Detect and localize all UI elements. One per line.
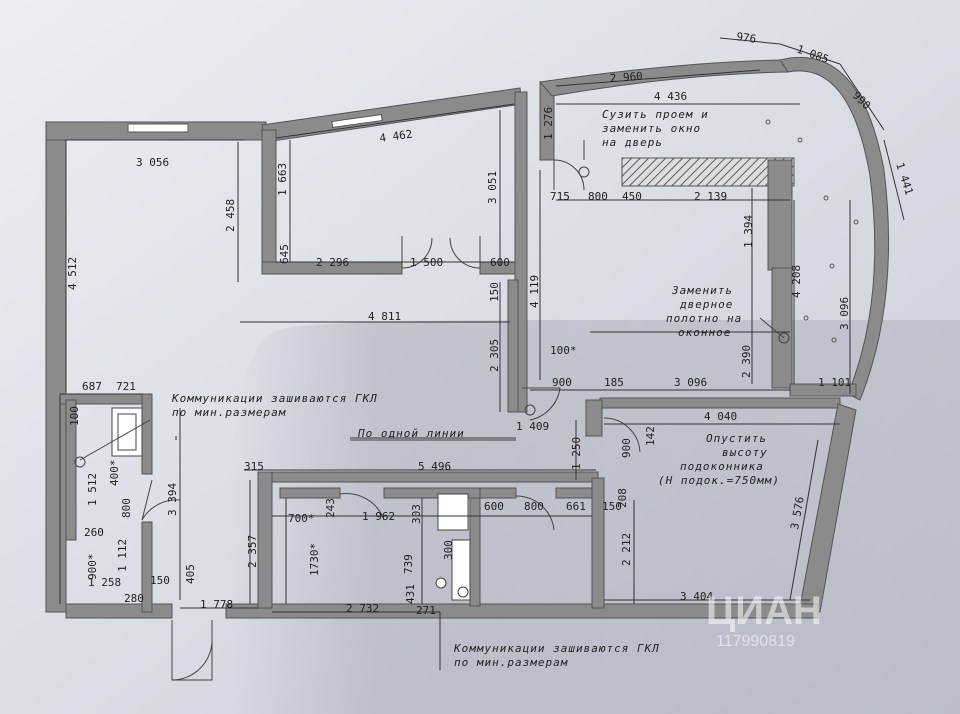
dim-185: 185 xyxy=(604,376,624,389)
dim-600a: 600 xyxy=(490,256,510,269)
dim-150b: 150 xyxy=(602,500,622,513)
dim-2357: 2 357 xyxy=(246,535,259,568)
leader-lines xyxy=(79,140,785,461)
dim-600b: 600 xyxy=(484,500,504,513)
wall-markers xyxy=(765,119,859,343)
note-narrow-opening-line2: заменить окно xyxy=(602,122,701,135)
dim-431: 431 xyxy=(404,584,417,604)
dim-2732: 2 732 xyxy=(346,602,379,615)
dim-800b: 800 xyxy=(120,498,133,518)
note-replace-door-line1: Заменить xyxy=(671,284,733,297)
walls xyxy=(45,56,890,619)
dim-2305: 2 305 xyxy=(488,339,501,372)
dim-976: 976 xyxy=(736,30,757,46)
dim-303: 303 xyxy=(410,504,423,524)
dim-450: 450 xyxy=(622,190,642,203)
dim-4512: 4 512 xyxy=(66,257,79,290)
dim-900a: 900 xyxy=(552,376,572,389)
dim-1409: 1 409 xyxy=(516,420,549,433)
dim-1962: 1 962 xyxy=(362,510,395,523)
dimension-lines xyxy=(59,37,905,670)
doors xyxy=(74,159,790,681)
dim-1112: 1 112 xyxy=(116,539,129,572)
dim-4462: 4 462 xyxy=(379,127,414,144)
dim-150c: 150 xyxy=(150,574,170,587)
dim-208: 208 xyxy=(616,488,629,508)
dim-1500: 1 500 xyxy=(410,256,443,269)
dim-5496: 5 496 xyxy=(418,460,451,473)
dim-721: 721 xyxy=(116,380,136,393)
dim-715: 715 xyxy=(550,190,570,203)
dim-2390: 2 390 xyxy=(740,345,753,378)
dim-2458: 2 458 xyxy=(224,199,237,232)
dim-1276: 1 276 xyxy=(542,107,555,140)
notes: Сузить проем и заменить окно на дверь За… xyxy=(171,108,780,669)
note-lower-sill-line3: подоконника xyxy=(680,460,764,473)
dim-3096a: 3 096 xyxy=(838,297,851,330)
dim-4119: 4 119 xyxy=(528,275,541,308)
dim-739: 739 xyxy=(402,554,415,574)
dim-3576: 3 576 xyxy=(788,496,807,531)
dim-3096b: 3 096 xyxy=(674,376,707,389)
dim-645: 645 xyxy=(278,244,291,264)
watermark: ЦИАН 117990819 xyxy=(706,589,822,650)
dim-150a: 150 xyxy=(488,282,501,302)
dim-280: 280 xyxy=(124,592,144,605)
note-lower-sill-line1: Опустить xyxy=(706,432,767,445)
dim-661: 661 xyxy=(566,500,586,513)
dimension-labels: 976 1 085 990 1 441 2 960 4 436 1 276 3 … xyxy=(66,30,916,617)
dim-1250: 1 250 xyxy=(570,437,583,470)
dim-2960: 2 960 xyxy=(609,70,643,85)
dim-142: 142 xyxy=(644,426,657,446)
dim-4208: 4 208 xyxy=(790,265,803,298)
note-narrow-opening-line1: Сузить проем и xyxy=(602,108,709,121)
note-communications-top-line1: Коммуникации зашиваются ГКЛ xyxy=(171,392,378,405)
watermark-brand: ЦИАН xyxy=(706,589,822,633)
note-replace-door-line3: полотно на xyxy=(666,312,742,325)
dim-687: 687 xyxy=(82,380,102,393)
dim-900b: 900 xyxy=(620,438,633,458)
dim-1663: 1 663 xyxy=(276,163,289,196)
dim-2139: 2 139 xyxy=(694,190,727,203)
dim-405: 405 xyxy=(184,564,197,584)
dim-271: 271 xyxy=(416,604,436,617)
dim-900c-star: 900* xyxy=(86,554,99,581)
dim-3394: 3 394 xyxy=(166,483,179,516)
dim-4040: 4 040 xyxy=(704,410,737,423)
dim-3404: 3 404 xyxy=(680,590,713,603)
dim-1258: 1 258 xyxy=(88,576,121,589)
note-lower-sill-line4: (H подок.=750мм) xyxy=(658,474,780,487)
dim-100-star: 100* xyxy=(550,344,577,357)
dim-800c: 800 xyxy=(524,500,544,513)
dim-1394: 1 394 xyxy=(742,215,755,248)
dim-243: 243 xyxy=(324,498,337,518)
dim-2212: 2 212 xyxy=(620,533,633,566)
note-one-line: По одной линии xyxy=(357,427,465,440)
dim-260: 260 xyxy=(84,526,104,539)
dim-400-star: 400* xyxy=(108,460,121,487)
note-communications-bottom-line2: по мин.размерам xyxy=(454,656,568,669)
dim-3051: 3 051 xyxy=(486,171,499,204)
note-lower-sill-line2: высоту xyxy=(722,446,768,459)
dim-800a: 800 xyxy=(588,190,608,203)
dim-1778: 1 778 xyxy=(200,598,233,611)
dim-3056: 3 056 xyxy=(136,156,169,169)
dim-315: 315 xyxy=(244,460,264,473)
note-communications-bottom-line1: Коммуникации зашиваются ГКЛ xyxy=(453,642,660,655)
dim-4811: 4 811 xyxy=(368,310,401,323)
dim-1101: 1 101 xyxy=(818,376,851,389)
dim-2296: 2 296 xyxy=(316,256,349,269)
dim-700-star: 700* xyxy=(288,512,315,525)
dim-100b: 100 xyxy=(68,406,81,426)
dim-4436: 4 436 xyxy=(654,90,687,103)
note-replace-door-line2: дверное xyxy=(679,298,733,311)
dim-300: 300 xyxy=(442,540,455,560)
note-replace-door-line4: оконное xyxy=(678,326,731,339)
note-communications-top-line2: по мин.размерам xyxy=(172,406,286,419)
watermark-code: 117990819 xyxy=(716,633,795,650)
note-narrow-opening-line3: на дверь xyxy=(602,136,663,149)
dim-1730-star: 1730* xyxy=(308,543,321,576)
dim-1512: 1 512 xyxy=(86,473,99,506)
